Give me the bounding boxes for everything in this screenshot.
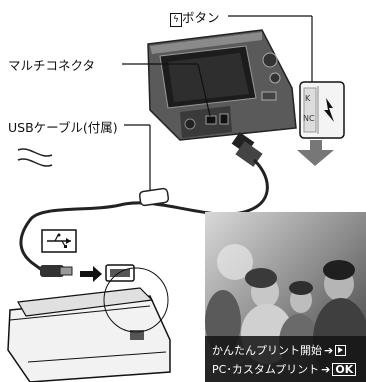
port-label-upper: K	[305, 94, 311, 103]
play-icon	[335, 344, 347, 356]
easy-print-option[interactable]: かんたんプリント開始 ➔	[212, 342, 347, 358]
usb-plug-camera	[231, 132, 263, 167]
usb-cable	[19, 158, 269, 272]
custom-print-option[interactable]: PC･カスタムプリント ➔ OK	[212, 361, 357, 377]
ok-button-icon: OK	[332, 362, 357, 376]
print-button-icon	[324, 98, 334, 122]
right-arrow-icon	[80, 266, 102, 282]
camera-screen: かんたんプリント開始 ➔ PC･カスタムプリント ➔ OK	[205, 212, 366, 382]
print-button-icon: ϟ	[170, 13, 182, 27]
usb-cable-label: USBケーブル(付属)	[8, 120, 118, 135]
port-label-lower: NC	[303, 114, 315, 123]
multi-connector-label: マルチコネクタ	[8, 58, 96, 73]
usb-plug-printer	[40, 265, 73, 277]
print-button-callout	[299, 81, 345, 139]
camera	[147, 29, 297, 141]
printer	[7, 267, 171, 382]
down-arrow-icon	[297, 140, 334, 166]
print-menu-overlay: かんたんプリント開始 ➔ PC･カスタムプリント ➔ OK	[205, 336, 366, 382]
usb-symbol-icon	[41, 229, 77, 253]
